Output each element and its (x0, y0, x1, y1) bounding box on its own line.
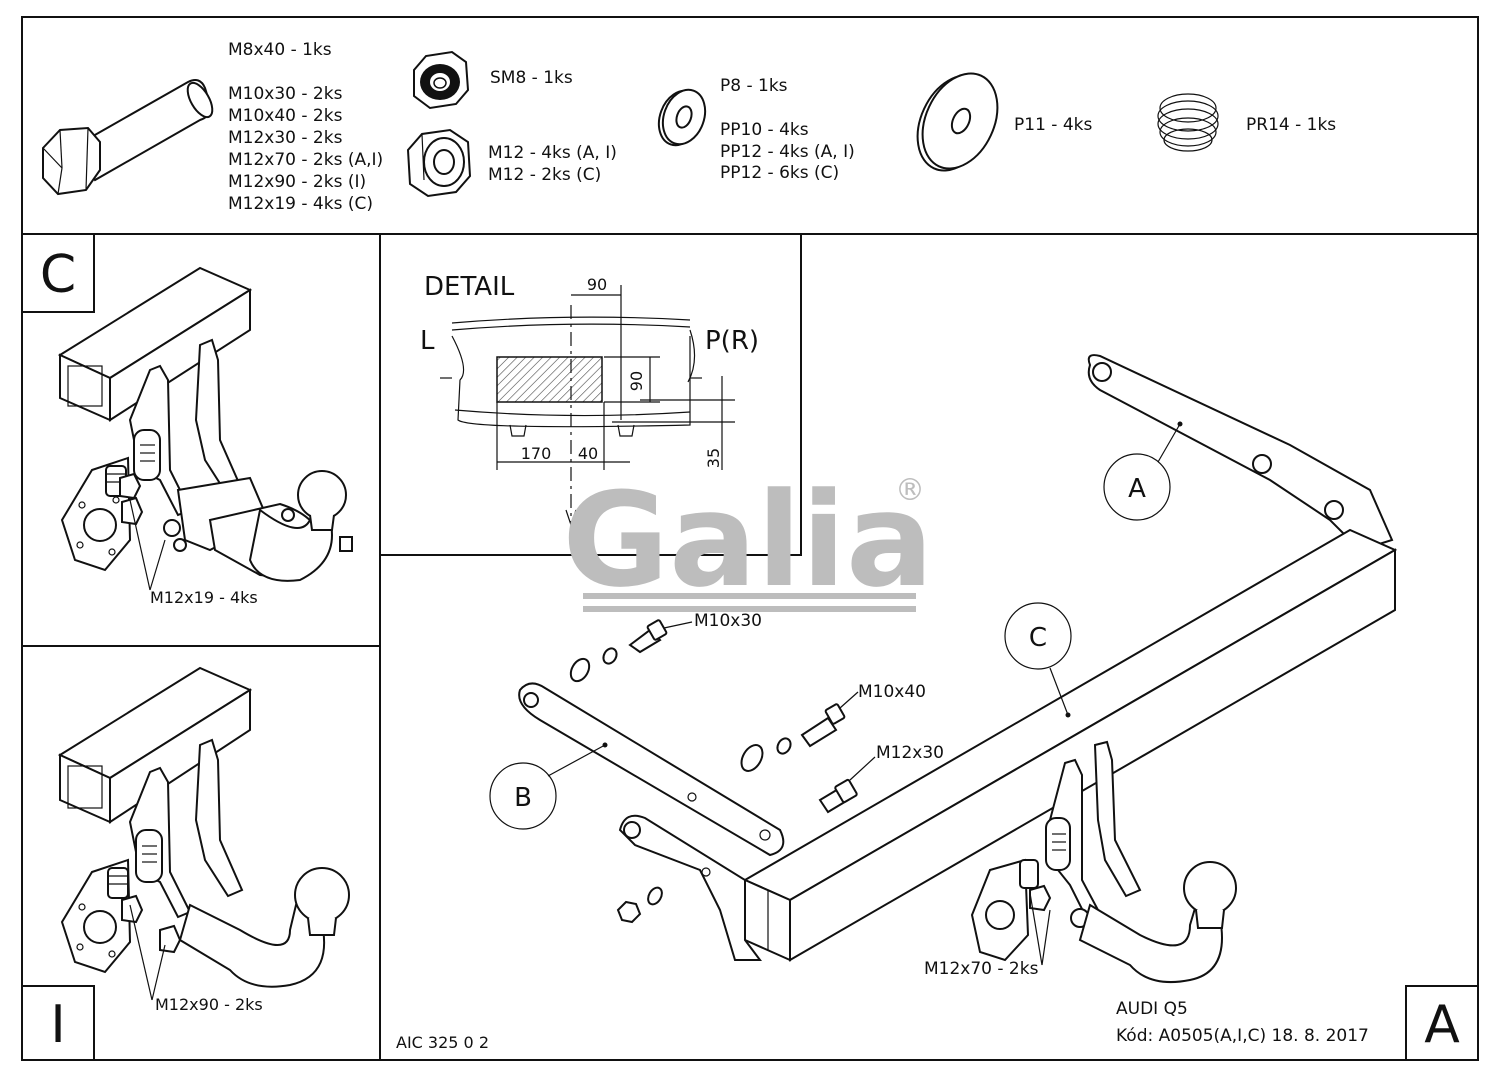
drawing-number: AIC 325 0 2 (396, 1033, 489, 1052)
detail-dim-170: 170 (521, 444, 552, 463)
main-assembly: A B C M10x30 M10x40 M12x30 M12x70 - 2ks (489, 354, 1398, 984)
large-washer-icon (916, 72, 999, 172)
large-washer-size: P11 - 4ks (1014, 115, 1092, 135)
spring-washer-size: PR14 - 1ks (1246, 115, 1336, 135)
bolt-stack-icon (107, 867, 182, 954)
logo-wordmark: Galia (562, 464, 933, 616)
label-m10x30: M10x30 (694, 611, 762, 631)
callout-c: C (1004, 602, 1072, 718)
callout-c-label: C (1029, 623, 1047, 653)
panel-c-letter: C (40, 245, 76, 305)
callout-a: A (1103, 421, 1183, 521)
label-m10x40: M10x40 (858, 682, 926, 702)
callout-b-label: B (514, 783, 532, 813)
detail-title: DETAIL (424, 272, 515, 302)
towbar-fixed-illustration (57, 666, 350, 1001)
detail-view: DETAIL L P(R) (420, 272, 759, 527)
towball-a (970, 740, 1237, 984)
label-m12x70: M12x70 - 2ks (924, 959, 1039, 979)
logo-registered-mark: ® (895, 473, 925, 508)
panel-i: I M (21, 666, 350, 1061)
spring-washer-icon (1157, 93, 1219, 152)
title-block: A AIC 325 0 2 AUDI Q5 Kód: A0505(A,I,C) … (396, 985, 1479, 1061)
washer-icon (657, 88, 707, 147)
detail-dim-top: 90 (587, 275, 607, 294)
bracket-a (1087, 354, 1394, 552)
bolt-sizes: M8x40 - 1ks M10x30 - 2ks M10x40 - 2ks M1… (228, 40, 383, 214)
galia-logo: Galia ® (562, 464, 933, 616)
bracket-lower (618, 814, 762, 961)
lock-nut-size: SM8 - 1ks (490, 68, 573, 88)
bolt-size-6: M12x19 - 4ks (C) (228, 194, 373, 214)
towbar-detachable-illustration (57, 266, 353, 591)
panel-a-letter: A (1424, 995, 1460, 1055)
panel-i-bolt-label: M12x90 - 2ks (155, 995, 263, 1014)
washer-size-0: P8 - 1ks (720, 76, 788, 96)
parts-list: M8x40 - 1ks M10x30 - 2ks M10x40 - 2ks M1… (42, 40, 1336, 214)
label-m12x30: M12x30 (876, 743, 944, 763)
callout-a-label: A (1128, 474, 1146, 504)
bumper-outline (440, 316, 702, 437)
bolt-icon (42, 79, 214, 196)
bolt-size-5: M12x90 - 2ks (I) (228, 172, 366, 192)
nut-size-1: M12 - 2ks (C) (488, 165, 601, 185)
vehicle-model: AUDI Q5 (1116, 999, 1188, 1019)
bolt-size-4: M12x70 - 2ks (A,I) (228, 150, 383, 170)
bolt-size-2: M10x40 - 2ks (228, 106, 343, 126)
washer-size-1: PP10 - 4ks (720, 120, 809, 140)
detail-dim-40: 40 (578, 444, 598, 463)
detail-dim-side: 90 (627, 371, 646, 391)
detail-left-label: L (420, 326, 435, 356)
nut-size-0: M12 - 4ks (A, I) (488, 143, 617, 163)
hardware-m12x30 (818, 756, 876, 814)
bolt-size-3: M12x30 - 2ks (228, 128, 343, 148)
lock-nut-icon (413, 50, 470, 110)
dimension-lines (496, 285, 735, 527)
hex-nut-icon (406, 128, 472, 198)
washer-size-3: PP12 - 6ks (C) (720, 163, 839, 183)
hardware-nut-washer (616, 886, 663, 924)
panel-c-bolt-label: M12x19 - 4ks (150, 588, 258, 607)
panel-c: C (21, 233, 353, 607)
callout-b: B (489, 742, 608, 830)
bolt-size-1: M10x30 - 2ks (228, 84, 343, 104)
panel-i-letter: I (50, 995, 65, 1055)
detail-dim-35: 35 (704, 448, 723, 468)
drawing-code-date: Kód: A0505(A,I,C) 18. 8. 2017 (1116, 1026, 1369, 1046)
hardware-m10x30 (569, 619, 693, 683)
bolt-size-0: M8x40 - 1ks (228, 40, 332, 60)
drawing-frame (21, 16, 1479, 1061)
bracket-b (518, 682, 785, 857)
washer-size-2: PP12 - 4ks (A, I) (720, 142, 855, 162)
detail-right-label: P(R) (705, 326, 759, 356)
hardware-m10x40 (740, 691, 859, 772)
